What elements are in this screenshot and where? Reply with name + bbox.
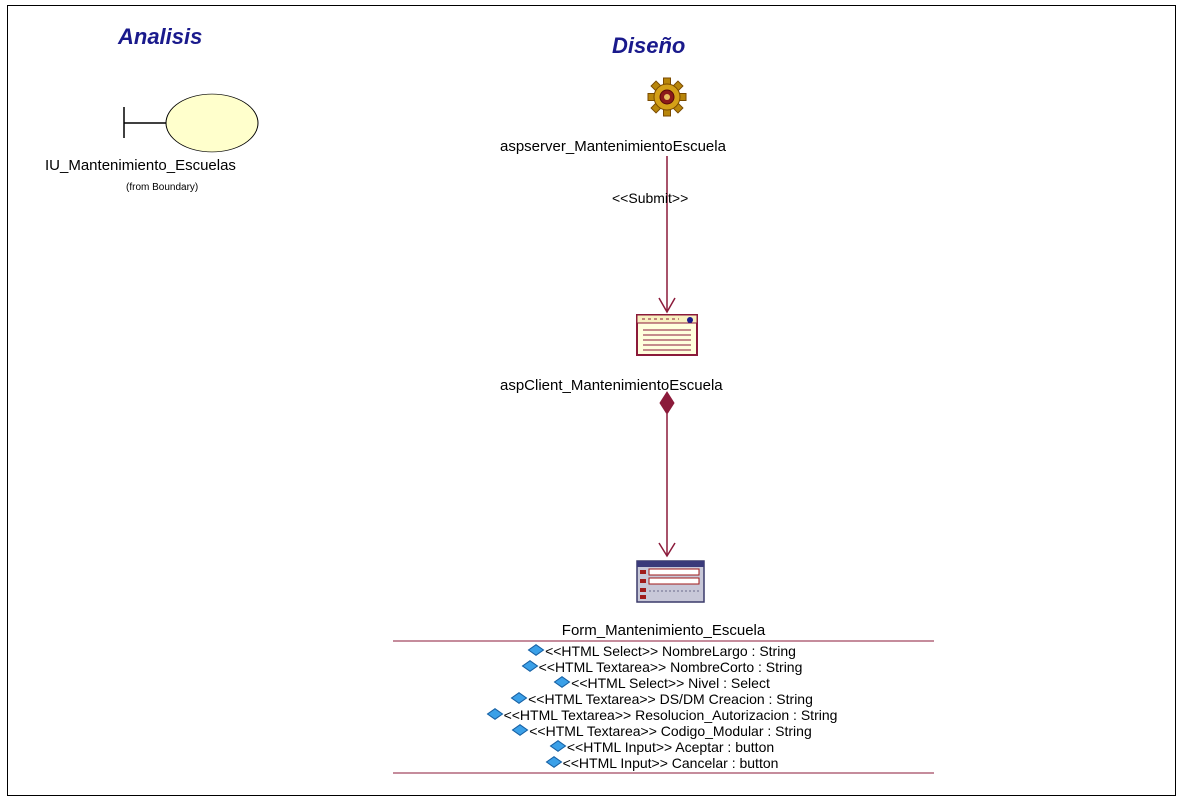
form-attribute-row[interactable]: <<HTML Input>> Aceptar : button xyxy=(393,739,934,755)
form-attribute-row[interactable]: <<HTML Textarea>> Resolucion_Autorizacio… xyxy=(393,707,934,723)
boundary-name-label: IU_Mantenimiento_Escuelas xyxy=(45,157,236,174)
gear-icon[interactable] xyxy=(647,77,687,117)
form-attribute-row[interactable]: <<HTML Select>> Nivel : Select xyxy=(393,675,934,691)
attribute-marker-icon xyxy=(553,676,571,688)
attribute-marker-icon xyxy=(545,756,562,768)
form-attribute-row[interactable]: <<HTML Input>> Cancelar : button xyxy=(393,755,934,771)
attribute-marker-icon xyxy=(511,724,529,736)
form-attribute-label: <<HTML Textarea>> Resolucion_Autorizacio… xyxy=(503,707,838,723)
attribute-marker-icon xyxy=(527,644,545,656)
composition-connector[interactable] xyxy=(658,391,676,558)
form-attribute-row[interactable]: <<HTML Select>> NombreLargo : String xyxy=(393,643,934,659)
form-name-label: Form_Mantenimiento_Escuela xyxy=(561,622,766,639)
submit-connector[interactable] xyxy=(658,156,676,314)
client-page-icon[interactable] xyxy=(636,314,698,356)
form-attribute-label: <<HTML Select>> NombreLargo : String xyxy=(545,643,796,659)
attribute-marker-icon xyxy=(521,660,538,672)
form-attribute-label: <<HTML Input>> Cancelar : button xyxy=(562,755,779,771)
form-attribute-row[interactable]: <<HTML Textarea>> DS/DM Creacion : Strin… xyxy=(393,691,934,707)
server-page-label: aspserver_MantenimientoEscuela xyxy=(500,138,726,155)
boundary-icon[interactable] xyxy=(123,93,259,153)
client-page-label: aspClient_MantenimientoEscuela xyxy=(500,377,723,394)
diagram-frame xyxy=(7,5,1176,796)
form-attribute-row[interactable]: <<HTML Textarea>> NombreCorto : String xyxy=(393,659,934,675)
form-attribute-label: <<HTML Select>> Nivel : Select xyxy=(571,675,770,691)
attribute-marker-icon xyxy=(510,692,528,704)
form-attribute-label: <<HTML Textarea>> DS/DM Creacion : Strin… xyxy=(528,691,813,707)
analysis-heading: Analisis xyxy=(118,24,203,49)
form-attribute-label: <<HTML Input>> Aceptar : button xyxy=(566,739,775,755)
form-icon[interactable] xyxy=(636,560,705,603)
form-attribute-row[interactable]: <<HTML Textarea>> Codigo_Modular : Strin… xyxy=(393,723,934,739)
design-heading: Diseño xyxy=(612,33,686,58)
attribute-marker-icon xyxy=(549,740,567,752)
submit-stereotype-label: <<Submit>> xyxy=(612,190,689,206)
form-attribute-label: <<HTML Textarea>> NombreCorto : String xyxy=(538,659,803,675)
form-attribute-label: <<HTML Textarea>> Codigo_Modular : Strin… xyxy=(529,723,812,739)
attribute-marker-icon xyxy=(486,708,503,720)
boundary-from-label: (from Boundary) xyxy=(126,182,199,193)
